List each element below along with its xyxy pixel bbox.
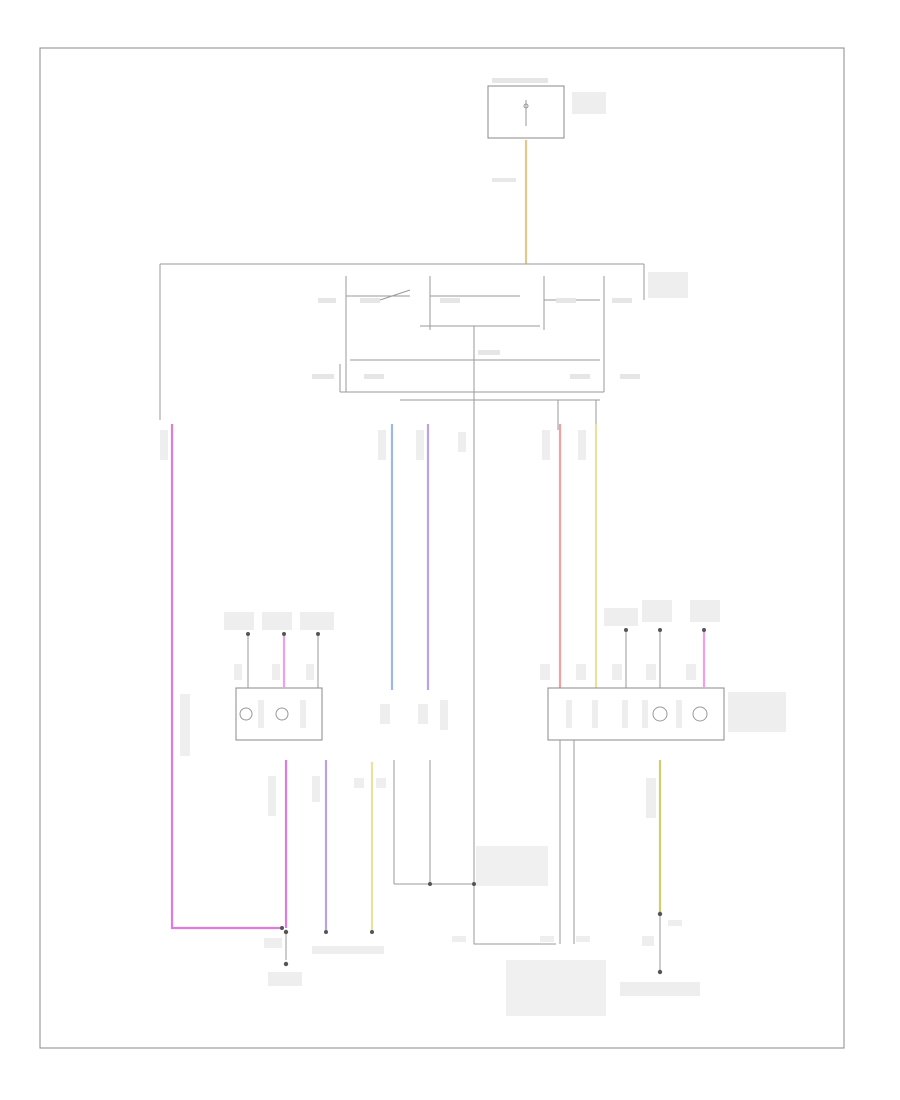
ground-right bbox=[620, 911, 700, 996]
diagram-border bbox=[39, 47, 845, 1049]
wire-magenta bbox=[170, 424, 282, 930]
wire-gray bbox=[473, 430, 556, 945]
left-mirror-motor bbox=[224, 612, 334, 741]
center-connector bbox=[380, 700, 548, 886]
ground-left bbox=[264, 929, 302, 986]
switch-bus bbox=[159, 263, 688, 420]
fuse-box bbox=[487, 78, 606, 139]
right-mirror-motor bbox=[540, 600, 786, 741]
mirror-switch bbox=[312, 276, 640, 400]
